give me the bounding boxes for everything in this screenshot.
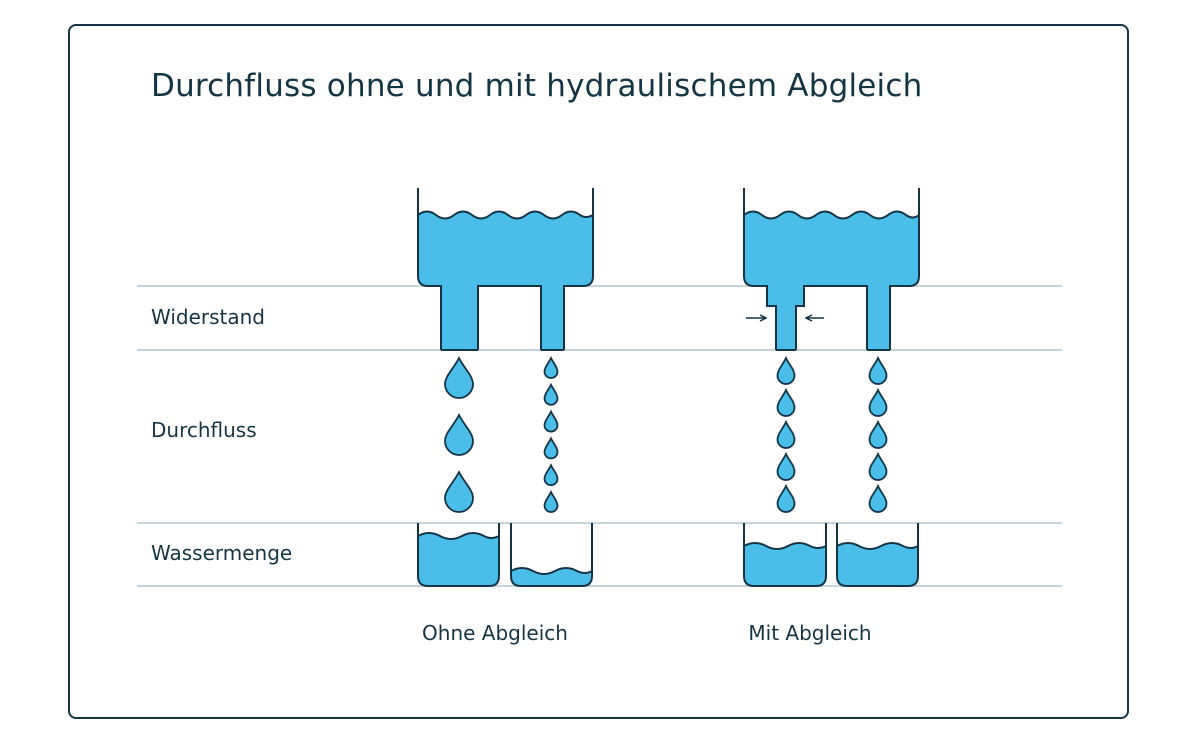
water-drop-icon [776,355,796,385]
water-drop-icon [776,451,796,481]
tank-outline [417,188,594,350]
tank-with-balancing [743,188,920,351]
water-drops [444,355,888,513]
water-drop-icon [776,387,796,417]
column-label-with-balancing: Mit Abgleich [748,621,872,645]
water-drop-icon [868,387,888,417]
tank-without-balancing [417,188,594,351]
water-fill [837,543,918,586]
water-drop-icon [868,419,888,449]
water-fill [511,568,592,586]
water-drop-icon [444,412,474,456]
diagram-frame [68,24,1129,719]
water-drop-icon [868,483,888,513]
water-surface [417,532,500,540]
row-label-resistance: Widerstand [151,305,266,329]
divider-lines [137,285,1062,587]
water-drop-icon [543,355,559,379]
water-surface [743,542,827,550]
water-drop-icon [543,489,559,513]
water-surface [743,210,920,220]
water-fill [418,533,499,586]
container-with-narrow [836,523,919,587]
containers [417,523,919,587]
water-fill [744,543,826,586]
water-drop-icon [543,409,559,433]
water-drop-icon [776,419,796,449]
diagram-title: Durchfluss ohne und mit hydraulischem Ab… [151,68,923,104]
water-drop-icon [444,469,474,513]
water-drop-icon [776,483,796,513]
water-drop-icon [444,355,474,399]
water-surface [417,210,594,220]
tank-outline [743,188,920,350]
column-label-without-balancing: Ohne Abgleich [422,621,568,645]
water-drop-icon [543,436,559,460]
water-surface [836,542,919,550]
container-without-narrow [510,523,593,587]
container-outline [417,523,500,587]
water-surface [510,567,593,575]
container-outline [510,523,593,587]
water-drop-icon [543,382,559,406]
container-outline [743,523,827,587]
container-without-wide [417,523,500,587]
container-with-throttled [743,523,827,587]
container-outline [836,523,919,587]
row-label-water-amount: Wassermenge [151,541,293,565]
row-label-flow: Durchfluss [151,418,257,442]
water-drop-icon [868,355,888,385]
water-drop-icon [868,451,888,481]
water-fill [418,211,593,350]
water-drop-icon [543,463,559,487]
water-fill [744,211,919,350]
